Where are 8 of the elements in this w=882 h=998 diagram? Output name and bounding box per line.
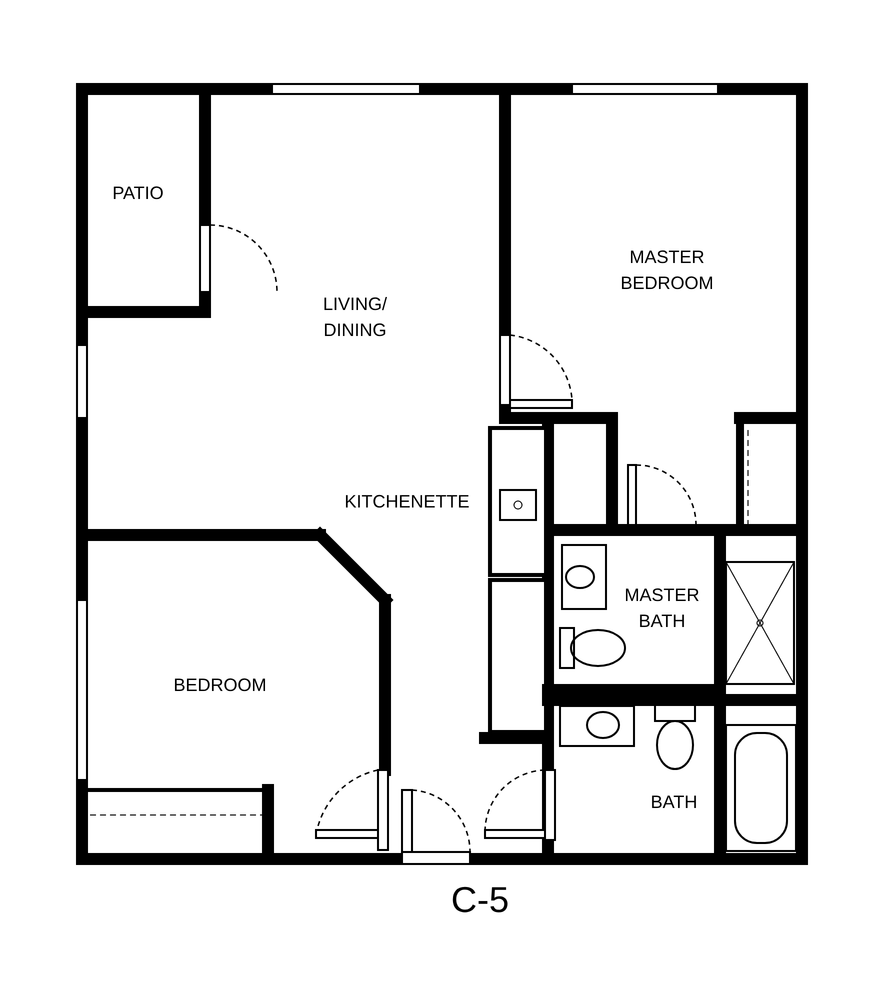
room-label: BATH xyxy=(650,789,698,815)
room-label: PATIO xyxy=(112,180,164,206)
room-label: MASTER BEDROOM xyxy=(620,244,714,296)
room-label: BEDROOM xyxy=(174,672,266,698)
room-label: MASTER BATH xyxy=(624,582,700,634)
plan-caption: C-5 xyxy=(451,879,509,921)
room-label: KITCHENETTE xyxy=(344,492,470,512)
room-label: LIVING/ DINING xyxy=(322,291,388,343)
